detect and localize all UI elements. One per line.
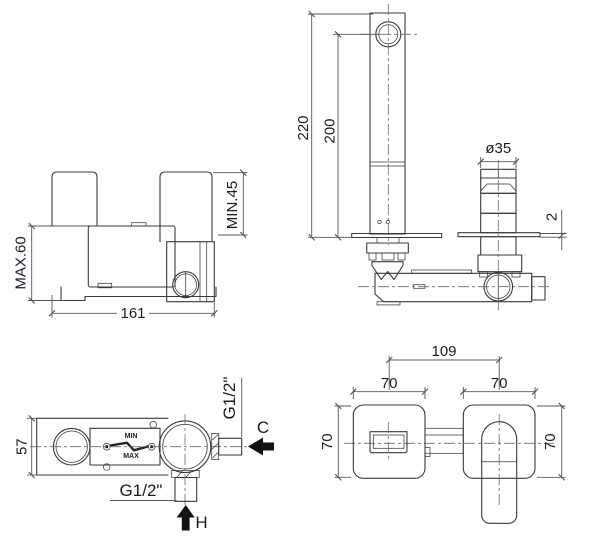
hot-flow-arrow: [176, 505, 195, 531]
cartridge-block: [477, 254, 523, 273]
spout-plate: [352, 404, 426, 479]
front-rough-view: MAX.60 MIN.45 161: [13, 169, 248, 322]
cold-flow-arrow: [248, 437, 274, 456]
dim-text-backing: [117, 305, 149, 321]
right-inlet-outline: [159, 171, 213, 243]
top-view: MIN MAX G1/2" C G1/2" H 57: [14, 377, 274, 532]
front-trim-view: 109 70 70 70 70: [319, 343, 566, 524]
connecting-body: [424, 427, 464, 454]
mounting-nut: [368, 252, 377, 261]
base-plate-outline: [60, 286, 217, 302]
dim-hot-thread: G1/2": [120, 481, 163, 500]
thread-hatch: [212, 443, 219, 450]
rough-body-end-cap: [531, 276, 546, 301]
dim-spout-height: 200: [322, 118, 339, 143]
spout-screw-dot: [385, 219, 390, 225]
thread-hatch: [185, 470, 192, 478]
lever-handle-outline: [481, 421, 518, 524]
dim-cartridge-diameter: ø35: [485, 140, 511, 157]
dim-right-plate-width: 70: [491, 375, 508, 392]
cartridge-foot: [511, 271, 521, 278]
cold-inlet-pipe: [218, 437, 243, 456]
dim-center-distance: 109: [431, 343, 456, 360]
left-inlet-outline: [51, 171, 98, 227]
label-cold: C: [257, 418, 269, 437]
mounting-nut: [381, 252, 395, 261]
spout-outline: [369, 12, 406, 235]
side-view: 220 200 ø35 2: [295, 4, 567, 310]
rough-body-foot: [376, 301, 401, 306]
hot-inlet-pipe: [174, 476, 198, 502]
hot-inlet-thread: [171, 470, 200, 478]
fixing-hole: [103, 463, 111, 471]
rough-body-outline: [374, 272, 533, 303]
dim-left-plate-height: 70: [319, 433, 336, 450]
dim-body-width: 161: [120, 305, 145, 322]
fixing-hole: [149, 421, 157, 429]
label-hot: H: [195, 513, 207, 532]
dimension-tick: [558, 232, 566, 239]
spout-front-outline: [369, 431, 408, 454]
dim-plate-thickness: 2: [544, 213, 561, 221]
right-wall-plate: [457, 232, 541, 238]
thread-hatch: [212, 452, 219, 459]
mounting-nut: [397, 252, 406, 261]
valve-block-outline: [166, 241, 215, 303]
rough-body-strip: [411, 269, 473, 274]
supply-elbow: [371, 261, 404, 281]
dim-right-plate-height: 70: [542, 433, 559, 450]
body-bottom-tab: [97, 282, 113, 289]
cartridge-foot: [479, 271, 489, 278]
dim-cold-thread: G1/2": [220, 377, 239, 420]
dim-body-depth: 57: [14, 438, 31, 455]
plate-clip: [425, 447, 431, 457]
spout-screw-dot: [377, 219, 382, 225]
left-wall-plate: [351, 232, 443, 239]
body-top-tab: [131, 222, 147, 227]
mounting-bracket: [366, 242, 409, 254]
dim-max-depth: MAX.60: [13, 236, 30, 289]
label-min: MIN: [125, 433, 138, 440]
dim-left-plate-width: 70: [381, 375, 398, 392]
thread-hatch: [176, 470, 183, 478]
thread-hatch: [212, 434, 219, 441]
label-max: MAX: [123, 453, 139, 460]
dim-total-height: 220: [295, 115, 312, 140]
dim-min-depth: MIN.45: [224, 181, 241, 229]
body-outline: [87, 225, 176, 288]
